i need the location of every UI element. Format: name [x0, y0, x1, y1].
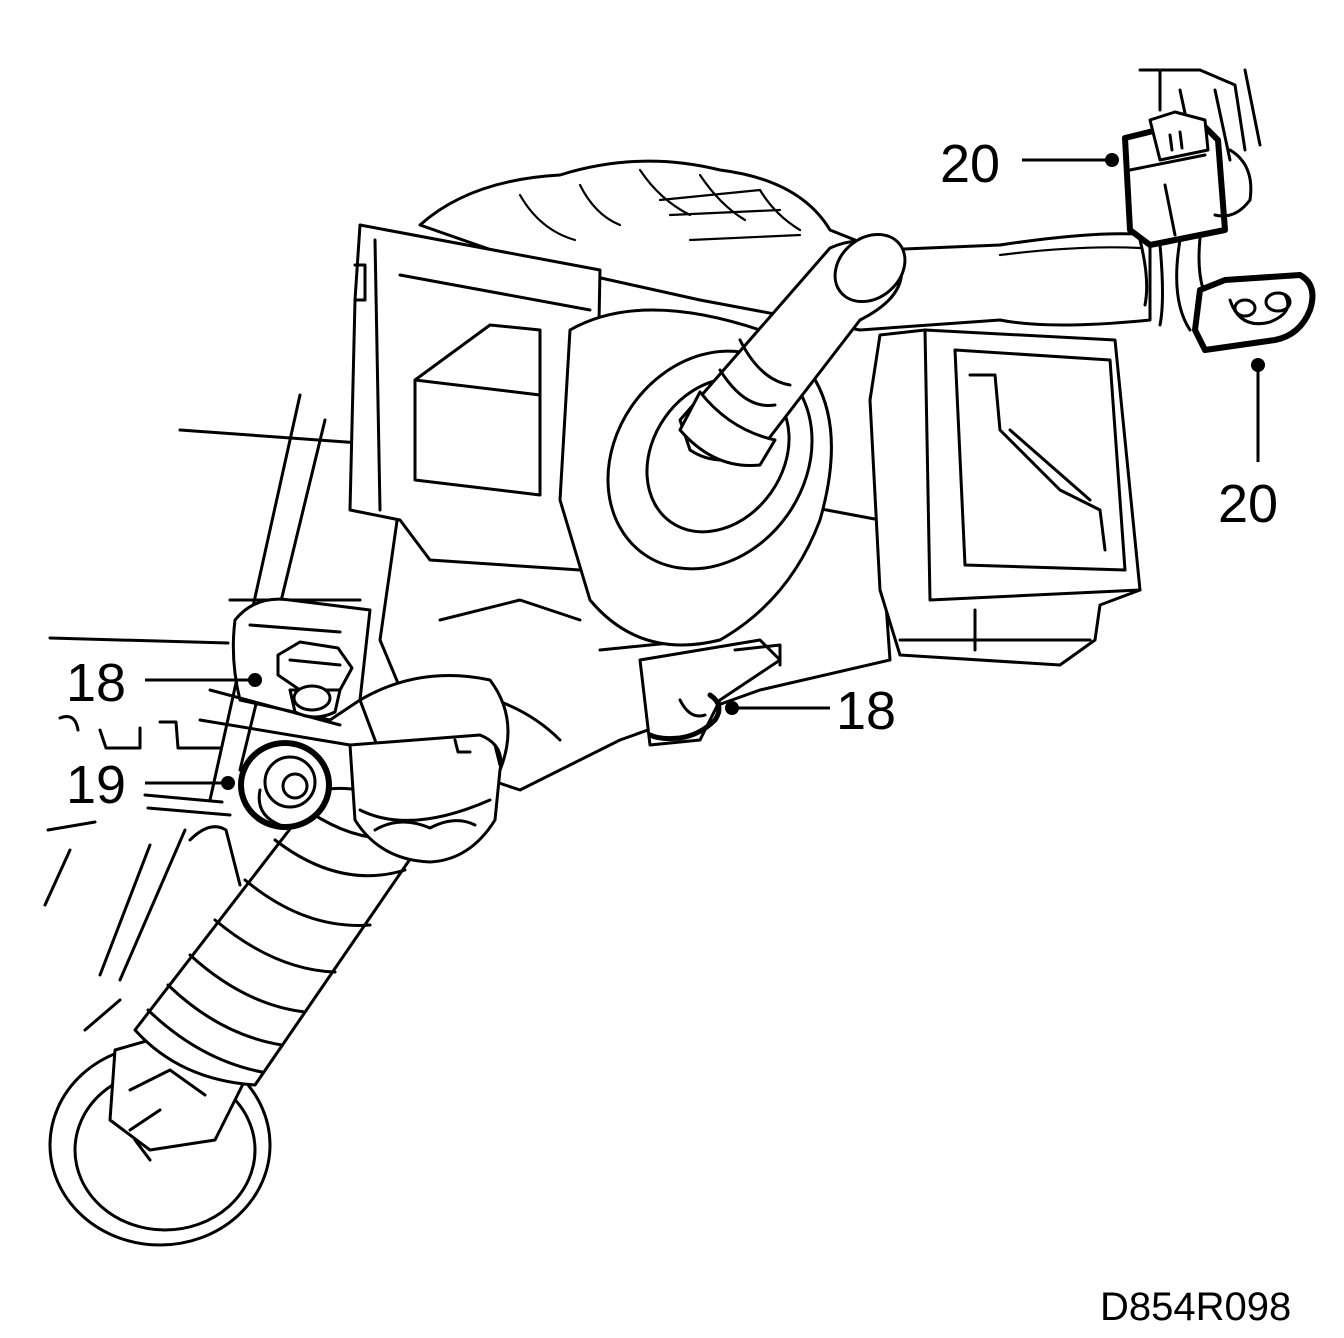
- ignition-lock-collar: [348, 674, 510, 864]
- callout-leaders: [145, 153, 1265, 790]
- column-housing: [348, 159, 1152, 792]
- bolt-icon-right: [638, 638, 782, 747]
- bolt-icon: [276, 640, 354, 719]
- callout-20-right: 20: [1218, 474, 1278, 534]
- drawing-code: D854R098: [1100, 1285, 1291, 1329]
- callout-20-top: 20: [940, 134, 1000, 194]
- dashboard-frame-lines: [43, 393, 362, 1032]
- callout-19: 19: [66, 755, 126, 815]
- callout-18-left: 18: [66, 653, 126, 713]
- nut-icon: [238, 740, 332, 830]
- connector-plate: [1192, 272, 1316, 353]
- electrical-connector-icon: [1122, 68, 1262, 332]
- callout-18-right: 18: [836, 681, 896, 741]
